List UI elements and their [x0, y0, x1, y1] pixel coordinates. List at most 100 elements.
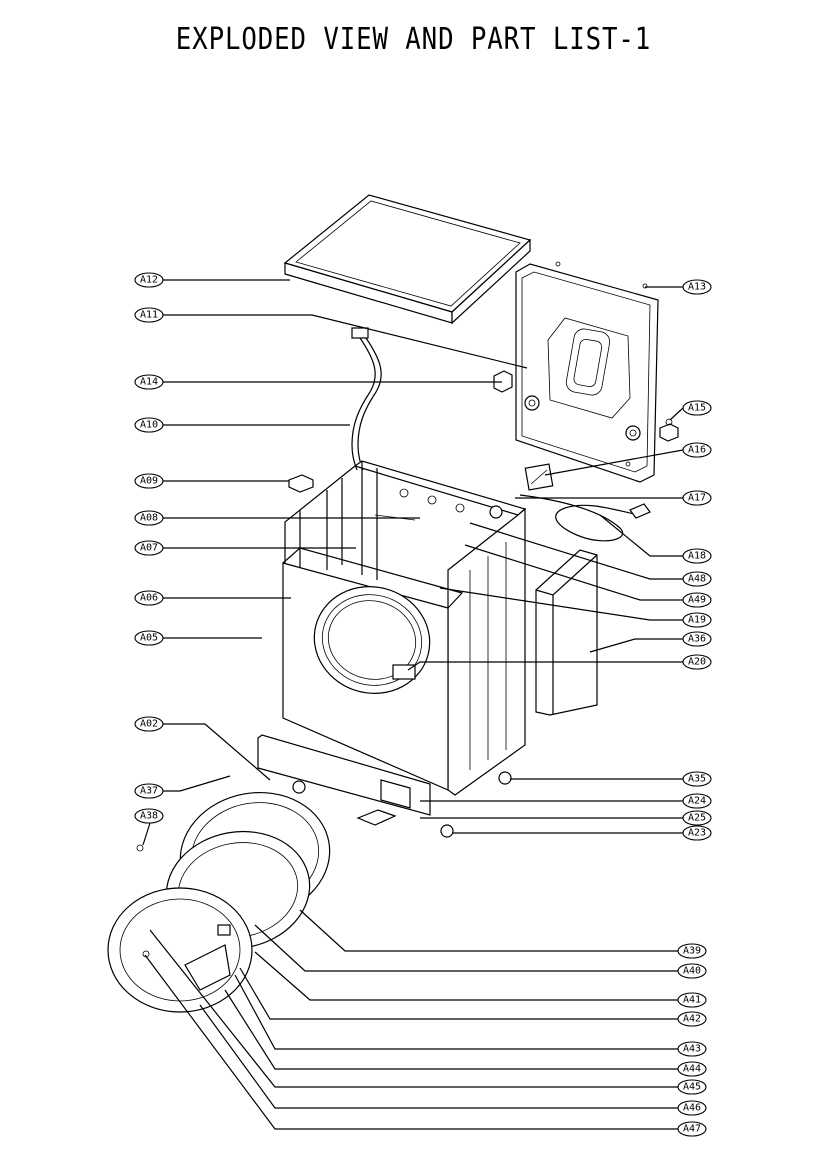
- callout-label: A08: [140, 513, 158, 524]
- callout-oval: [134, 540, 164, 556]
- callout-label: A16: [688, 445, 706, 456]
- callout-a47: A47: [677, 1121, 707, 1137]
- callout-label: A13: [688, 282, 706, 293]
- callout-label: A41: [683, 995, 701, 1006]
- callout-a05: A05: [134, 630, 164, 646]
- callout-a48: A48: [682, 571, 712, 587]
- callout-label: A05: [140, 633, 158, 644]
- callout-a49: A49: [682, 592, 712, 608]
- callout-label: A02: [140, 719, 158, 730]
- back-panel: [515, 261, 659, 483]
- callout-a25: A25: [682, 810, 712, 826]
- callout-oval: [682, 810, 712, 826]
- page-title: EXPLODED VIEW AND PART LIST-1: [175, 22, 652, 57]
- callout-label: A49: [688, 595, 706, 606]
- callout-oval: [677, 992, 707, 1008]
- callout-a39: A39: [677, 943, 707, 959]
- callout-a09: A09: [134, 473, 164, 489]
- callout-a08: A08: [134, 510, 164, 526]
- callout-a07: A07: [134, 540, 164, 556]
- callout-a35: A35: [682, 771, 712, 787]
- callout-a12: A12: [134, 272, 164, 288]
- callout-label: A07: [140, 543, 158, 554]
- callout-oval: [677, 1079, 707, 1095]
- callout-label: A25: [688, 813, 706, 824]
- callout-oval: [677, 1121, 707, 1137]
- callout-label: A43: [683, 1044, 701, 1055]
- callout-a19: A19: [682, 612, 712, 628]
- callout-label: A17: [688, 493, 706, 504]
- callout-oval: [677, 1061, 707, 1077]
- callout-label: A39: [683, 946, 701, 957]
- cabinet: [257, 460, 527, 838]
- callout-oval: [134, 590, 164, 606]
- callout-oval: [682, 571, 712, 587]
- callout-oval: [682, 490, 712, 506]
- callout-a15: A15: [682, 400, 712, 416]
- callout-label: A20: [688, 657, 706, 668]
- callout-label: A18: [688, 551, 706, 562]
- callout-oval: [134, 473, 164, 489]
- block-a09: [288, 474, 314, 493]
- callout-labels: A12 A11 A14 A10 A09 A08 A07 A06 A05 A02 …: [134, 272, 712, 1137]
- callout-a38: A38: [134, 808, 164, 824]
- valve-a14: [493, 370, 513, 393]
- callout-oval: [677, 1011, 707, 1027]
- callout-label: A36: [688, 634, 706, 645]
- callout-label: A48: [688, 574, 706, 585]
- callout-oval: [134, 510, 164, 526]
- inlet-hose: [351, 327, 382, 471]
- callout-oval: [682, 400, 712, 416]
- callout-a02: A02: [134, 716, 164, 732]
- callout-label: A46: [683, 1103, 701, 1114]
- callout-label: A42: [683, 1014, 701, 1025]
- callout-a24: A24: [682, 793, 712, 809]
- callout-a45: A45: [677, 1079, 707, 1095]
- callout-a46: A46: [677, 1100, 707, 1116]
- callout-oval: [682, 442, 712, 458]
- callout-oval: [134, 630, 164, 646]
- callout-oval: [682, 825, 712, 841]
- callout-a43: A43: [677, 1041, 707, 1057]
- top-cover: [283, 194, 532, 325]
- callout-label: A19: [688, 615, 706, 626]
- callout-oval: [134, 808, 164, 824]
- door-assembly: [107, 791, 331, 1013]
- callout-label: A47: [683, 1124, 701, 1135]
- callout-a18: A18: [682, 548, 712, 564]
- callout-a23: A23: [682, 825, 712, 841]
- leader-lines: [142, 279, 684, 1130]
- callout-oval: [134, 716, 164, 732]
- callout-oval: [682, 612, 712, 628]
- callout-a42: A42: [677, 1011, 707, 1027]
- callout-oval: [677, 1041, 707, 1057]
- callout-label: A44: [683, 1064, 701, 1075]
- callout-oval: [134, 307, 164, 323]
- callout-oval: [682, 793, 712, 809]
- callout-a14: A14: [134, 374, 164, 390]
- callout-oval: [677, 1100, 707, 1116]
- callout-label: A37: [140, 786, 158, 797]
- callout-label: A10: [140, 420, 158, 431]
- callout-label: A15: [688, 403, 706, 414]
- callout-a13: A13: [682, 279, 712, 295]
- callout-oval: [134, 374, 164, 390]
- callout-a16: A16: [682, 442, 712, 458]
- callout-a41: A41: [677, 992, 707, 1008]
- callout-label: A12: [140, 275, 158, 286]
- callout-a06: A06: [134, 590, 164, 606]
- callout-oval: [682, 592, 712, 608]
- callout-label: A40: [683, 966, 701, 977]
- callout-label: A09: [140, 476, 158, 487]
- callout-label: A14: [140, 377, 158, 388]
- callout-a36: A36: [682, 631, 712, 647]
- callout-oval: [682, 771, 712, 787]
- callout-label: A23: [688, 828, 706, 839]
- callout-a17: A17: [682, 490, 712, 506]
- callout-a11: A11: [134, 307, 164, 323]
- callout-a37: A37: [134, 783, 164, 799]
- callout-oval: [682, 548, 712, 564]
- callout-label: A24: [688, 796, 706, 807]
- callout-oval: [134, 417, 164, 433]
